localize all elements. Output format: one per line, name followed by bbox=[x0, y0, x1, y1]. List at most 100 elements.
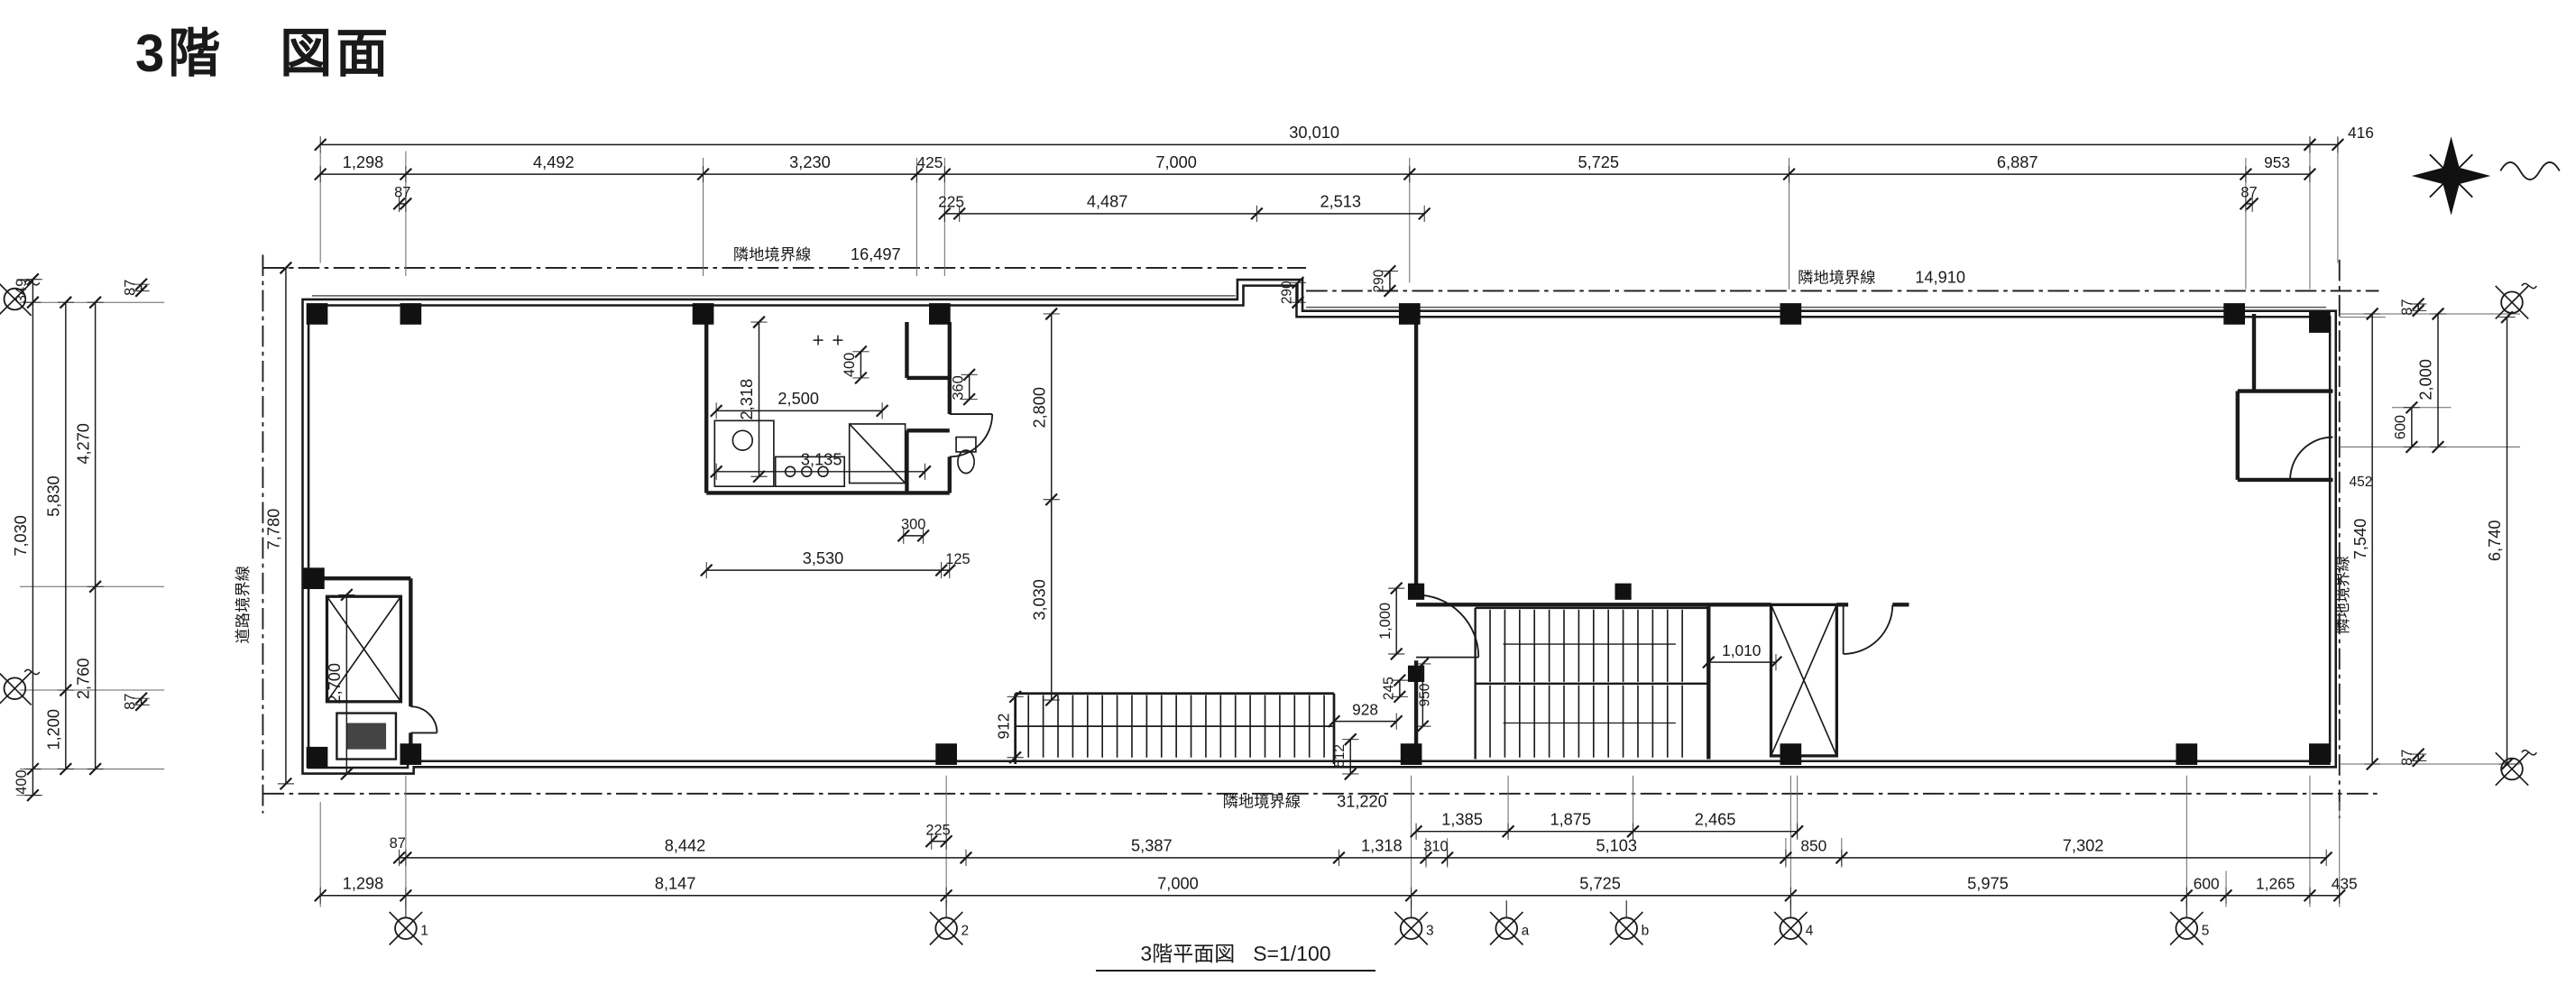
column bbox=[400, 303, 422, 325]
dim-8442: 8,442 bbox=[665, 837, 706, 855]
line bbox=[929, 911, 963, 945]
door-northeast-room bbox=[2289, 436, 2333, 481]
dim-5975: 5,975 bbox=[1967, 874, 2009, 892]
column bbox=[306, 746, 328, 769]
counter bbox=[713, 419, 775, 488]
north-compass-icon bbox=[2411, 136, 2491, 216]
dim-6740: 6,740 bbox=[2486, 520, 2504, 562]
column bbox=[2223, 303, 2245, 325]
dim-1200: 1,200 bbox=[45, 709, 63, 751]
line bbox=[2495, 751, 2529, 787]
elevator-shaft bbox=[1769, 603, 1838, 758]
line bbox=[0, 672, 32, 706]
dim-total-top: 30,010 bbox=[1289, 124, 1339, 142]
elevator-shaft bbox=[325, 594, 403, 704]
dim-87-topleft: 87 bbox=[394, 185, 410, 201]
stair-treads bbox=[1027, 609, 1683, 758]
column bbox=[400, 743, 422, 765]
grid-axis-3: 3 bbox=[1394, 900, 1434, 945]
elevator-cross-icon bbox=[1770, 604, 1838, 757]
stair-secondary-arrows bbox=[1503, 643, 1676, 724]
column bbox=[1407, 665, 1425, 682]
dim-3135: 3,135 bbox=[801, 451, 842, 469]
door-southwest-core bbox=[410, 705, 438, 734]
dim-1875: 1,875 bbox=[1550, 810, 1592, 828]
dim-953: 953 bbox=[2264, 153, 2290, 171]
dimension-chains bbox=[24, 136, 2516, 904]
dim-2700: 2,700 bbox=[326, 663, 344, 705]
boundary-lines bbox=[262, 254, 2379, 819]
grid-axis-right-top bbox=[2495, 282, 2537, 319]
grid-marker-circle-icon bbox=[2500, 290, 2524, 314]
dim-5725-top: 5,725 bbox=[1578, 153, 1619, 171]
stair-core-walls bbox=[1416, 603, 1909, 760]
grid-axis-left-top bbox=[0, 280, 41, 317]
northeast-room-walls bbox=[2235, 313, 2333, 483]
plus-marks bbox=[813, 335, 843, 345]
label-boundary-north-left: 隣地境界線 bbox=[733, 245, 811, 263]
dim-1265: 1,265 bbox=[2256, 874, 2295, 892]
fixtures bbox=[713, 335, 977, 488]
dim-1010: 1,010 bbox=[1722, 641, 1761, 659]
column bbox=[1780, 743, 1802, 765]
caption-name: 3階平面図 bbox=[1140, 942, 1236, 965]
label-boundary-south: 隣地境界線 bbox=[1223, 792, 1301, 810]
dim-1298-bot: 1,298 bbox=[343, 874, 384, 892]
dim-2760: 2,760 bbox=[74, 659, 92, 700]
door-grid3 bbox=[1416, 594, 1480, 659]
grid-axis-2-label: 2 bbox=[961, 923, 970, 938]
dim-6887: 6,887 bbox=[1997, 153, 2038, 171]
grid-axis-5: 5 bbox=[2169, 900, 2210, 945]
line bbox=[1609, 911, 1644, 945]
grid-axis-4: 4 bbox=[1773, 900, 1814, 945]
dim-87-righttop: 87 bbox=[2399, 299, 2415, 316]
elevator-cross-icon bbox=[326, 595, 402, 703]
dim-87-lefttop: 87 bbox=[122, 280, 138, 296]
column bbox=[935, 743, 957, 765]
dim-435: 435 bbox=[2332, 874, 2358, 892]
line bbox=[2495, 285, 2529, 319]
kitchen-room-walls bbox=[704, 322, 952, 495]
dim-928: 928 bbox=[1352, 700, 1378, 718]
dim-912: 912 bbox=[994, 714, 1012, 740]
stair-secondary-outline bbox=[1474, 606, 1709, 760]
dim-5103: 5,103 bbox=[1596, 837, 1638, 855]
dim-7030: 7,030 bbox=[12, 515, 30, 557]
column bbox=[1780, 303, 1802, 325]
dim-512: 512 bbox=[1332, 744, 1348, 768]
dim-225-bot: 225 bbox=[925, 822, 950, 838]
dim-1000: 1,000 bbox=[1377, 603, 1394, 640]
grid-marker-circle-icon bbox=[2500, 757, 2524, 781]
refrigerator bbox=[848, 423, 906, 484]
dim-1385: 1,385 bbox=[1441, 810, 1483, 828]
dim-2465: 2,465 bbox=[1695, 810, 1736, 828]
dim-300: 300 bbox=[901, 517, 925, 533]
stair-main bbox=[1014, 692, 1336, 765]
label-boundary-west: 道路境界線 bbox=[234, 566, 252, 643]
dim-2318: 2,318 bbox=[738, 379, 756, 420]
grid-axis-1-label: 1 bbox=[420, 923, 428, 938]
grid-marker-circle-icon bbox=[3, 287, 27, 311]
column bbox=[2309, 311, 2331, 333]
sink bbox=[731, 429, 754, 451]
dim-4492: 4,492 bbox=[533, 153, 575, 171]
machine-room bbox=[336, 712, 398, 760]
break-line-icon bbox=[23, 668, 41, 676]
dim-87-rightbottom: 87 bbox=[2399, 750, 2415, 766]
dim-31220: 31,220 bbox=[1337, 792, 1387, 810]
dim-125: 125 bbox=[945, 551, 970, 567]
grid-axis-5-label: 5 bbox=[2202, 923, 2210, 938]
column bbox=[303, 567, 325, 590]
dim-310: 310 bbox=[1423, 839, 1448, 855]
outer-walls bbox=[301, 278, 2337, 775]
dim-950: 950 bbox=[1418, 684, 1433, 707]
dim-2513: 2,513 bbox=[1320, 193, 1362, 211]
dim-400-left: 400 bbox=[14, 769, 30, 794]
compass-cross bbox=[2429, 153, 2473, 198]
dim-290-b: 290 bbox=[1372, 270, 1387, 293]
dim-5830: 5,830 bbox=[45, 475, 63, 517]
dim-3030: 3,030 bbox=[1030, 579, 1048, 621]
